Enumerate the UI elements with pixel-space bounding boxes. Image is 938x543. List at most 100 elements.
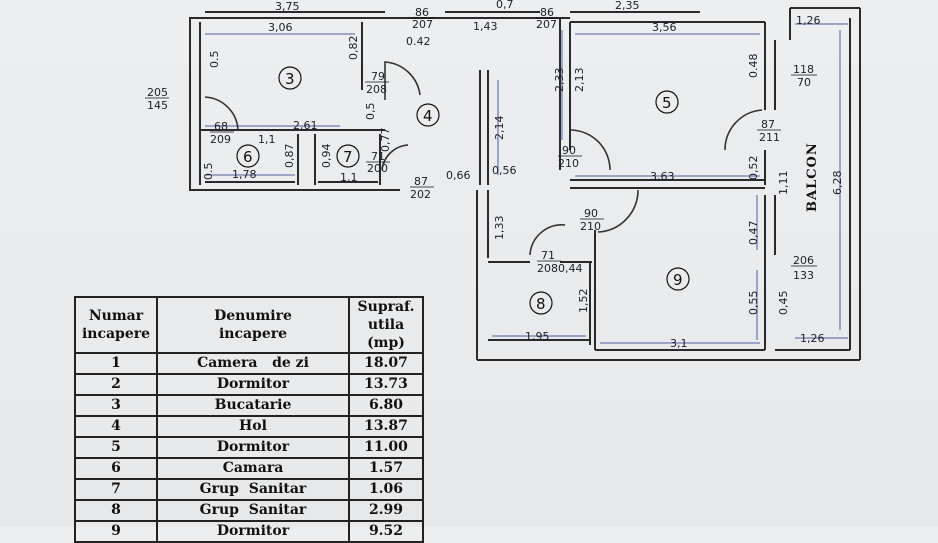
row-number: 2 (74, 373, 158, 396)
row-area: 1.57 (348, 457, 424, 480)
door-arc-room5 (569, 129, 611, 171)
row-number: 4 (74, 415, 158, 438)
row-name: Dormitor (156, 520, 350, 543)
room-6-circle (236, 144, 260, 168)
opening-8-h: 210 (558, 157, 579, 170)
row-name: Dormitor (156, 373, 350, 396)
opening-10-h: 208 (537, 262, 558, 275)
opening-7-w: 87 (414, 175, 428, 188)
opening-2-w: 86 (540, 6, 554, 19)
dim-152: 1,52 (577, 289, 590, 314)
table-row: 3 Bucatarie 6.80 (74, 394, 424, 417)
opening-11-h: 70 (797, 76, 811, 89)
wall-left-block (189, 17, 400, 191)
opening-3-w: 205 (147, 86, 168, 99)
opening-1-w: 86 (415, 6, 429, 19)
dim-042: 0.42 (406, 35, 431, 48)
opening-3-h: 145 (147, 99, 168, 112)
header-room-number: Numar incapere (74, 296, 158, 354)
dim-143: 1,43 (473, 20, 498, 33)
dim-11b: 1,1 (340, 171, 358, 184)
room-7-circle (336, 144, 360, 168)
room-area-table: Numar incapere Denumire incapere Supraf.… (74, 296, 424, 543)
room-3-number: 3 (285, 70, 295, 88)
dim-375: 3,75 (275, 0, 300, 13)
table-row: 6 Camara 1.57 (74, 457, 424, 480)
row-area: 2.99 (348, 499, 424, 522)
dim-363: 3,63 (650, 170, 675, 183)
dim-047: 0,47 (747, 221, 760, 246)
opening-12-w: 87 (761, 118, 775, 131)
opening-12-h: 211 (759, 131, 780, 144)
row-area: 18.07 (348, 352, 424, 375)
room-4-circle (416, 103, 440, 127)
opening-9-h: 210 (580, 220, 601, 233)
dim-111: 1,11 (777, 171, 790, 196)
dim-044: 0,44 (558, 262, 583, 275)
dim-087: 0,87 (283, 144, 296, 169)
header-area-line1: Supraf. (357, 299, 415, 315)
row-name: Camara (156, 457, 350, 480)
row-name: Bucatarie (156, 394, 350, 417)
dim-11a: 1,1 (258, 133, 276, 146)
row-name: Grup Sanitar (156, 478, 350, 501)
row-name: Dormitor (156, 436, 350, 459)
header-room-name-line2: incapere (218, 326, 288, 342)
table-row: 7 Grup Sanitar 1.06 (74, 478, 424, 501)
room-8-number: 8 (536, 295, 546, 313)
table-row: 1 Camera de zi 18.07 (74, 352, 424, 375)
dim-05b: 0.5 (202, 163, 215, 181)
room-7-number: 7 (343, 148, 353, 166)
opening-4-w: 79 (371, 70, 385, 83)
table-header-row: Numar incapere Denumire incapere Supraf.… (74, 296, 424, 354)
opening-4-h: 208 (366, 83, 387, 96)
opening-2-h: 207 (536, 18, 557, 31)
dim-048: 0.48 (747, 54, 760, 79)
row-area: 11.00 (348, 436, 424, 459)
door-arc-pantry (204, 96, 239, 131)
table-row: 5 Dormitor 11.00 (74, 436, 424, 459)
dim-045: 0,45 (777, 291, 790, 316)
table-row: 4 Hol 13.87 (74, 415, 424, 438)
table-row: 2 Dormitor 13.73 (74, 373, 424, 396)
opening-6-w: 71 (371, 150, 385, 163)
dim-126a: 1,26 (796, 14, 821, 27)
opening-8-w: 90 (562, 144, 576, 157)
row-area: 9.52 (348, 520, 424, 543)
dim-082: 0,82 (347, 36, 360, 61)
room-5-number: 5 (662, 94, 672, 112)
dim-052: 0,52 (747, 156, 760, 181)
opening-13-h: 133 (793, 269, 814, 282)
door-arc-balcony (724, 109, 763, 151)
row-area: 13.73 (348, 373, 424, 396)
dim-31: 3,1 (670, 337, 688, 350)
table-row: 9 Dormitor 9.52 (74, 520, 424, 543)
row-area: 1.06 (348, 478, 424, 501)
opening-9-w: 90 (584, 207, 598, 220)
door-arc-wc8 (529, 224, 566, 256)
floor-plan: 3,75 3,06 0,82 0.42 0.5 2,61 1,1 0,87 0.… (145, 0, 861, 361)
dim-133: 1,33 (493, 216, 506, 241)
dim-235: 2,35 (615, 0, 640, 12)
door-arc-room9 (597, 189, 639, 233)
row-number: 3 (74, 394, 158, 417)
row-area: 6.80 (348, 394, 424, 417)
row-number: 8 (74, 499, 158, 522)
dim-214: 2,14 (493, 116, 506, 141)
row-number: 1 (74, 352, 158, 375)
room-3-circle (278, 66, 302, 90)
opening-5-h: 209 (210, 133, 231, 146)
dim-055: 0,55 (747, 291, 760, 316)
dim-066: 0,66 (446, 169, 471, 182)
header-room-number-line2: incapere (81, 326, 151, 342)
dim-126b: 1,26 (800, 332, 825, 345)
dim-178: 1,78 (232, 168, 257, 181)
room-6-number: 6 (243, 148, 253, 166)
dim-306: 3,06 (268, 21, 293, 34)
room-8-circle (529, 291, 553, 315)
opening-5-w: 68 (214, 120, 228, 133)
opening-10-w: 71 (541, 249, 555, 262)
header-room-name-line1: Denumire (214, 308, 292, 324)
header-room-name: Denumire incapere (156, 296, 350, 354)
dim-094: 0,94 (320, 144, 333, 169)
